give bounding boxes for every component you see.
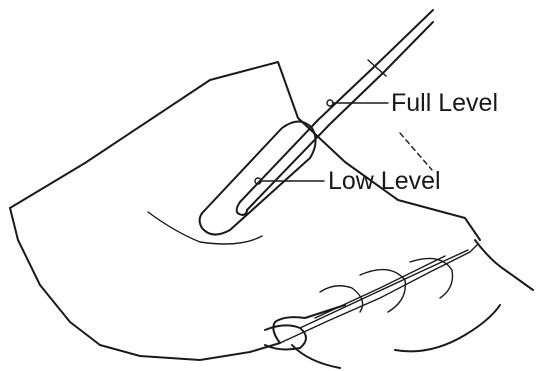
cloth-left-edge — [10, 208, 280, 360]
cloth-stripe — [400, 133, 432, 170]
hand — [265, 240, 533, 368]
finger-3 — [410, 258, 453, 298]
dipstick-collar — [368, 60, 386, 76]
low-level-label: Low Level — [328, 167, 441, 195]
full-level-mark — [327, 100, 333, 106]
full-level-label: Full Level — [391, 89, 498, 117]
finger-2 — [360, 270, 405, 312]
dipstick-tip — [237, 202, 247, 215]
